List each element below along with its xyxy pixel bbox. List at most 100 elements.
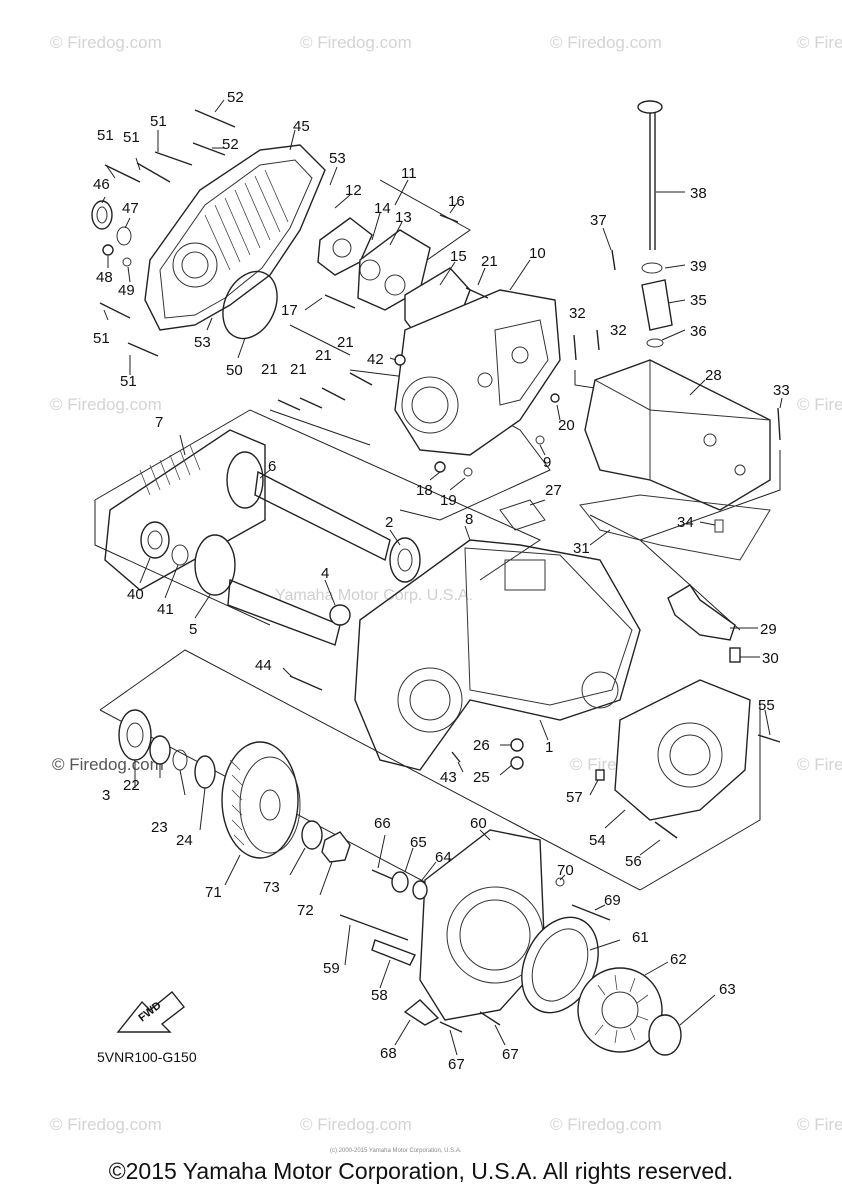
- crankcase: [289, 499, 641, 771]
- callout-13: 13: [395, 209, 412, 226]
- callout-32: 32: [569, 305, 586, 322]
- callout-47: 47: [122, 200, 139, 217]
- callout-5: 5: [189, 621, 197, 638]
- callout-52: 52: [222, 136, 239, 153]
- center-watermark: Yamaha Motor Corp. U.S.A.: [275, 587, 473, 604]
- callout-61: 61: [632, 929, 649, 946]
- callout-72: 72: [297, 902, 314, 919]
- watermark: © Firedog.com: [797, 33, 842, 52]
- callout-62: 62: [670, 951, 687, 968]
- watermark-dark: © Firedog.com: [52, 755, 164, 774]
- callout-53: 53: [329, 150, 346, 167]
- watermark: © Firedog.com: [50, 33, 162, 52]
- callout-51: 51: [93, 330, 110, 347]
- callout-20: 20: [558, 417, 575, 434]
- left-crankcase-cover: [144, 144, 326, 331]
- callout-70: 70: [557, 862, 574, 879]
- callout-6: 6: [268, 458, 276, 475]
- callout-8: 8: [465, 511, 473, 528]
- seal-and-orings: [91, 200, 132, 267]
- secondary-pulley-parts: [118, 709, 351, 863]
- callout-15: 15: [450, 248, 467, 265]
- callout-43: 43: [440, 769, 457, 786]
- callout-18: 18: [416, 482, 433, 499]
- copyright-footer: ©2015 Yamaha Motor Corporation, U.S.A. A…: [108, 1158, 734, 1184]
- callout-36: 36: [690, 323, 707, 340]
- callout-64: 64: [435, 849, 452, 866]
- callout-25: 25: [473, 769, 490, 786]
- watermark: © Firedog.com: [797, 755, 842, 774]
- callout-3: 3: [102, 787, 110, 804]
- callout-28: 28: [705, 367, 722, 384]
- callout-22: 22: [123, 777, 140, 794]
- watermark: © Firedog.com: [50, 1115, 162, 1134]
- callout-53: 53: [194, 334, 211, 351]
- callout-34: 34: [677, 514, 694, 531]
- callout-44: 44: [255, 657, 272, 674]
- callout-24: 24: [176, 832, 193, 849]
- callout-33: 33: [773, 382, 790, 399]
- watermark: © Firedog.com: [50, 395, 162, 414]
- callout-51: 51: [97, 127, 114, 144]
- callout-7: 7: [155, 414, 163, 431]
- callout-39: 39: [690, 258, 707, 275]
- callout-35: 35: [690, 292, 707, 309]
- callout-4: 4: [321, 565, 329, 582]
- callout-51: 51: [120, 373, 137, 390]
- callout-37: 37: [590, 212, 607, 229]
- callout-31: 31: [573, 540, 590, 557]
- callout-46: 46: [93, 176, 110, 193]
- oil-tank: [573, 329, 781, 511]
- callout-19: 19: [440, 492, 457, 509]
- callout-57: 57: [566, 789, 583, 806]
- callout-69: 69: [604, 892, 621, 909]
- callout-29: 29: [760, 621, 777, 638]
- callout-67: 67: [448, 1056, 465, 1073]
- right-housing: [595, 679, 781, 839]
- callout-labels: 52 52 45 51 51 51 51 51 46 47 48 49 50 5…: [93, 89, 790, 1073]
- callout-11: 11: [401, 165, 417, 182]
- callout-1: 1: [545, 739, 553, 756]
- callout-2: 2: [385, 514, 393, 531]
- small-copyright-notice: (c) 2000-2015 Yamaha Motor Corporation, …: [330, 1148, 462, 1154]
- watermark: © Firedog.com: [797, 395, 842, 414]
- watermark: © Firedog.com: [550, 33, 662, 52]
- drive-cover-assembly: [339, 829, 682, 1056]
- callout-51: 51: [123, 129, 140, 146]
- callout-56: 56: [625, 853, 642, 870]
- callout-71: 71: [205, 884, 222, 901]
- oil-pump-assembly: [317, 214, 471, 341]
- callout-21: 21: [481, 253, 498, 270]
- middle-cover: [394, 289, 561, 456]
- watermark: © Firedog.com: [550, 1115, 662, 1134]
- callout-58: 58: [371, 987, 388, 1004]
- callout-9: 9: [543, 454, 551, 471]
- callout-60: 60: [470, 815, 487, 832]
- callout-49: 49: [118, 282, 135, 299]
- callout-67: 67: [502, 1046, 519, 1063]
- callout-21: 21: [315, 347, 332, 364]
- callout-73: 73: [263, 879, 280, 896]
- callout-45: 45: [293, 118, 310, 135]
- callout-50: 50: [226, 362, 243, 379]
- dipstick-assembly: [611, 100, 673, 348]
- middle-cover-bolts: [277, 287, 560, 477]
- callout-32: 32: [610, 322, 627, 339]
- cover-bolts: [99, 109, 236, 357]
- oil-tank-gasket-and-plate: [579, 494, 771, 663]
- callout-14: 14: [374, 200, 391, 217]
- watermark: © Firedog.com: [300, 33, 412, 52]
- callout-48: 48: [96, 269, 113, 286]
- callout-63: 63: [719, 981, 736, 998]
- forward-arrow-icon: FWD: [116, 991, 185, 1033]
- callout-68: 68: [380, 1045, 397, 1062]
- callout-42: 42: [367, 351, 384, 368]
- callout-12: 12: [345, 182, 362, 199]
- leader-lines: [101, 99, 783, 1056]
- callout-41: 41: [157, 601, 174, 618]
- callout-66: 66: [374, 815, 391, 832]
- callout-40: 40: [127, 586, 144, 603]
- callout-30: 30: [762, 650, 779, 667]
- callout-54: 54: [589, 832, 606, 849]
